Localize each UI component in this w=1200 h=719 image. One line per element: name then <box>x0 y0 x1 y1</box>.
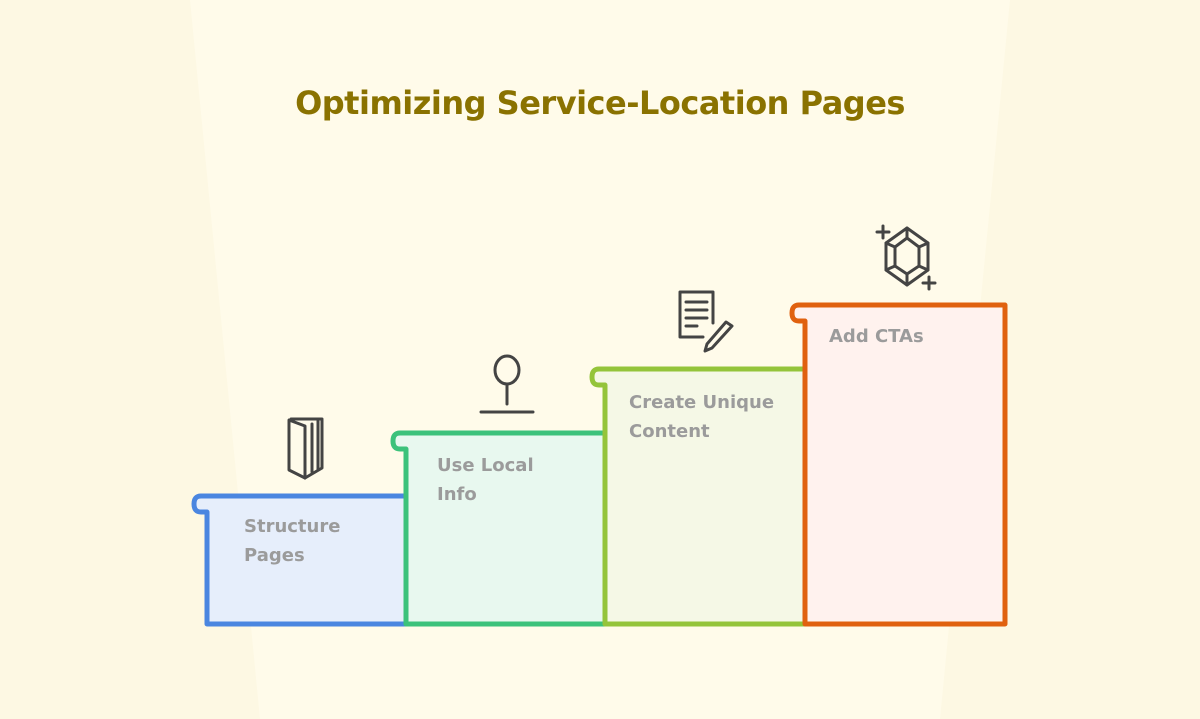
location-pin-icon <box>479 354 535 414</box>
step-1-box <box>191 493 409 627</box>
step-1-label: Structure Pages <box>244 516 341 566</box>
page-title: Optimizing Service-Location Pages <box>295 84 905 122</box>
book-icon <box>287 417 324 480</box>
step-2-label: Use Local Info <box>437 455 534 505</box>
step-3-label: Create Unique Content <box>629 392 775 442</box>
document-pencil-icon <box>678 290 734 353</box>
gem-icon <box>875 224 937 291</box>
step-4-box <box>789 302 1008 627</box>
step-2-box <box>390 430 608 627</box>
step-4-label: Add CTAs <box>829 326 924 347</box>
step-3-box <box>589 366 808 627</box>
